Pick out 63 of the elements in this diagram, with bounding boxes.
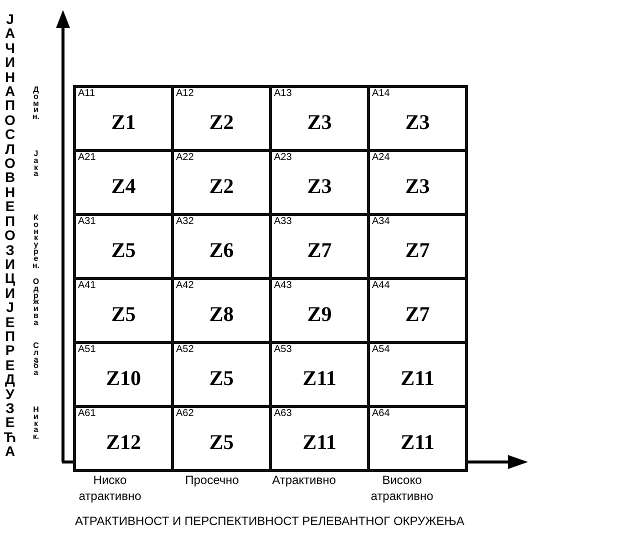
zone-label: Z9: [306, 302, 333, 326]
cell-code: A44: [372, 280, 390, 291]
cell-code: A33: [274, 216, 292, 227]
cell-code: A13: [274, 88, 292, 99]
matrix-cell: [367, 405, 468, 472]
column-label: Просечно: [184, 472, 240, 488]
zone-label: Z7: [404, 302, 431, 326]
row-label: Конкурен.: [32, 215, 40, 270]
cell-code: A34: [372, 216, 390, 227]
cell-code: A62: [176, 408, 194, 419]
cell-code: A51: [78, 344, 96, 355]
zone-label: Z7: [404, 238, 431, 262]
zone-label: Z8: [208, 302, 235, 326]
cell-code: A24: [372, 152, 390, 163]
zone-label: Z12: [104, 430, 142, 454]
cell-code: A22: [176, 152, 194, 163]
zone-label: Z5: [110, 302, 137, 326]
cell-code: A21: [78, 152, 96, 163]
zone-label: Z5: [110, 238, 137, 262]
zone-label: Z5: [208, 366, 235, 390]
matrix-cell: [73, 405, 174, 472]
zone-label: Z4: [110, 174, 137, 198]
cell-code: A41: [78, 280, 96, 291]
zone-label: Z11: [302, 366, 338, 390]
row-label: Слаба: [32, 343, 40, 377]
cell-code: A11: [78, 88, 96, 99]
cell-code: A64: [372, 408, 390, 419]
zone-label: Z3: [306, 110, 333, 134]
cell-code: A14: [372, 88, 390, 99]
zone-label: Z11: [400, 430, 436, 454]
zone-label: Z2: [208, 110, 235, 134]
row-label: Домин.: [32, 87, 40, 121]
cell-code: A52: [176, 344, 194, 355]
row-label: Никак.: [32, 407, 40, 441]
zone-label: Z10: [104, 366, 142, 390]
zone-label: Z6: [208, 238, 235, 262]
cell-code: A32: [176, 216, 194, 227]
zone-label: Z2: [208, 174, 235, 198]
zone-label: Z3: [404, 110, 431, 134]
column-label: Атрактивно: [271, 472, 337, 488]
cell-code: A61: [78, 408, 96, 419]
cell-code: A23: [274, 152, 292, 163]
zone-label: Z1: [110, 110, 137, 134]
zone-label: Z3: [404, 174, 431, 198]
column-label: Високо атрактивно: [370, 472, 434, 504]
row-label: Одржива: [32, 279, 40, 327]
matrix-cell: [367, 85, 468, 152]
axis-title: АТРАКТИВНОСТ И ПЕРСПЕКТИВНОСТ РЕЛЕВАНТНОГ ОКРУЖЕЊА: [75, 514, 464, 528]
cell-code: A54: [372, 344, 390, 355]
column-label: Ниско атрактивно: [78, 472, 142, 504]
cell-code: A63: [274, 408, 292, 419]
cell-code: A43: [274, 280, 292, 291]
cell-code: A31: [78, 216, 96, 227]
zone-label: Z7: [306, 238, 333, 262]
zone-label: Z5: [208, 430, 235, 454]
zone-label: Z3: [306, 174, 333, 198]
row-label: Јака: [32, 151, 40, 178]
zone-label: Z11: [400, 366, 436, 390]
zone-label: Z11: [302, 430, 338, 454]
axis-title: ЈАЧИНА ПОСЛОВНЕ ПОЗИЦИЈЕ ПРЕДУЗЕЋА: [3, 12, 17, 459]
cell-code: A12: [176, 88, 194, 99]
cell-code: A42: [176, 280, 194, 291]
cell-code: A53: [274, 344, 292, 355]
